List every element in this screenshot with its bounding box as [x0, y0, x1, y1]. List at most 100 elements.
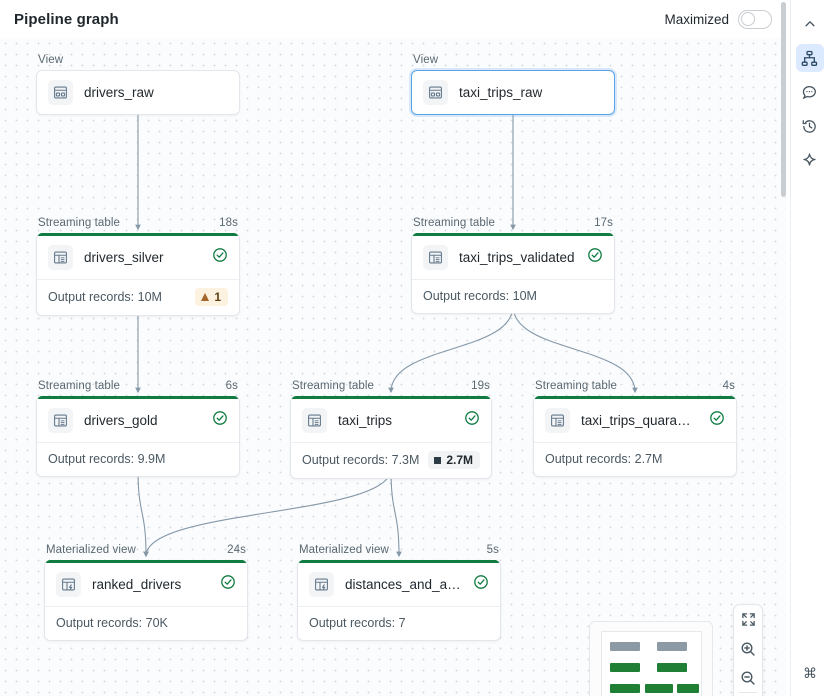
node-duration: 6s	[225, 380, 238, 392]
dropped-records-icon	[434, 456, 442, 464]
command-key-icon[interactable]: ⌘	[791, 665, 828, 682]
toggle-knob	[741, 12, 755, 27]
materialized-view-icon	[309, 572, 334, 597]
rail-item-pipeline-graph[interactable]	[795, 44, 824, 72]
node-duration: 24s	[227, 544, 246, 556]
maximize-toggle[interactable]	[738, 9, 772, 29]
minimap-node-block	[657, 642, 687, 651]
node-header-row: taxi_trips_raw	[412, 71, 614, 114]
view-icon	[423, 80, 448, 105]
node-status-bar	[298, 560, 500, 563]
streaming-table-icon	[423, 245, 448, 270]
minimap-node-block	[610, 642, 640, 651]
node-status-bar	[412, 233, 614, 236]
status-success-icon	[212, 410, 228, 431]
node-meta: View	[411, 54, 615, 70]
node-name: taxi_trips	[338, 413, 393, 428]
vertical-scrollbar[interactable]	[781, 2, 786, 197]
node-name: distances_and_amounts_b...	[345, 577, 462, 592]
node-badge-label: 2.7M	[446, 453, 473, 467]
node-name: drivers_gold	[84, 413, 158, 428]
node-output-records: Output records: 10M	[48, 290, 162, 304]
zoom-in-icon[interactable]	[733, 634, 763, 663]
node-status-bar	[45, 560, 247, 563]
status-success-icon	[587, 247, 603, 268]
node-meta: Materialized view 24s	[44, 544, 248, 560]
status-success-icon	[464, 410, 480, 431]
node-kind-label: Streaming table	[38, 380, 121, 392]
minimap-node-block	[610, 663, 640, 672]
node-kind-label: Materialized view	[46, 544, 136, 556]
status-success-icon	[473, 574, 489, 595]
fit-view-icon[interactable]	[733, 605, 763, 634]
node-footer-row: Output records: 7	[298, 607, 500, 640]
node-header-row: ranked_drivers	[45, 563, 247, 606]
node-badge[interactable]: 1	[195, 288, 228, 306]
node-status-bar	[37, 396, 239, 399]
node-divider	[534, 442, 736, 443]
node-header-row: distances_and_amounts_b...	[298, 563, 500, 606]
node-card[interactable]: taxi_trips_raw	[411, 70, 615, 115]
minimap-node-block	[657, 663, 687, 672]
node-status-bar	[291, 396, 491, 399]
node-divider	[291, 442, 491, 443]
node-header-row: taxi_trips_validated	[412, 236, 614, 279]
node-duration: 19s	[471, 380, 490, 392]
node-output-records: Output records: 10M	[423, 289, 537, 303]
node-badge[interactable]: 2.7M	[428, 451, 480, 469]
maximize-control[interactable]: Maximized	[664, 9, 772, 29]
pipeline-graph-header: Pipeline graph Maximized	[0, 0, 786, 38]
graph-node-drivers_raw[interactable]: View drivers_raw	[36, 54, 240, 115]
node-output-records: Output records: 2.7M	[545, 452, 663, 466]
streaming-table-icon	[302, 408, 327, 433]
controls-divider	[739, 692, 757, 693]
graph-controls	[733, 604, 763, 696]
node-name: drivers_raw	[84, 85, 154, 100]
minimap-viewport	[601, 631, 702, 696]
materialized-view-icon	[56, 572, 81, 597]
zoom-out-icon[interactable]	[733, 663, 763, 692]
node-divider	[412, 279, 614, 280]
graph-node-distances_and_amounts[interactable]: Materialized view5sdistances_and_amounts…	[297, 544, 501, 641]
node-footer-row: Output records: 2.7M	[534, 443, 736, 476]
streaming-table-icon	[545, 408, 570, 433]
node-divider	[298, 606, 500, 607]
node-kind-label: View	[38, 54, 64, 66]
node-footer-row: Output records: 10M	[412, 280, 614, 313]
node-status-bar	[37, 233, 239, 236]
rail-item-assistant[interactable]	[796, 146, 824, 174]
node-name: drivers_silver	[84, 250, 164, 265]
node-kind-label: View	[413, 54, 439, 66]
node-output-records: Output records: 7	[309, 616, 406, 630]
rail-item-chat[interactable]	[796, 78, 824, 106]
graph-node-taxi_trips_raw[interactable]: View taxi_trips_raw	[411, 54, 615, 115]
rail-item-history[interactable]	[796, 112, 824, 140]
node-duration: 18s	[219, 217, 238, 229]
node-name: ranked_drivers	[92, 577, 182, 592]
node-card[interactable]: distances_and_amounts_b... Output records…	[297, 560, 501, 641]
node-kind-label: Materialized view	[299, 544, 389, 556]
minimap[interactable]	[589, 621, 713, 696]
node-card[interactable]: drivers_raw	[36, 70, 240, 115]
command-key-glyph: ⌘	[803, 665, 817, 681]
collapse-chevron-up-icon[interactable]	[796, 10, 824, 38]
streaming-table-icon	[48, 408, 73, 433]
